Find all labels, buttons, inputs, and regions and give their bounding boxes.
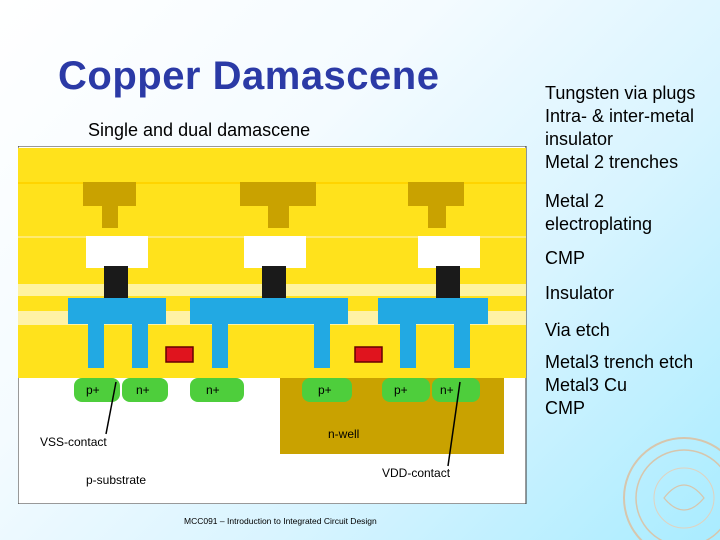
step-metal2-electroplating: Metal 2 electroplating bbox=[545, 191, 653, 234]
label-p2: p+ bbox=[318, 383, 332, 397]
step-tungsten-via-plugs: Tungsten via plugs bbox=[545, 83, 696, 103]
label-n1: n+ bbox=[136, 383, 150, 397]
label-n3: n+ bbox=[440, 383, 454, 397]
slide-footer: MCC091 – Introduction to Integrated Circ… bbox=[184, 516, 377, 526]
metal2-trench bbox=[244, 236, 306, 268]
step-cmp-2: CMP bbox=[545, 398, 585, 418]
vss-contact-pointer bbox=[105, 381, 117, 435]
label-vss-contact: VSS-contact bbox=[40, 435, 107, 449]
slide-subtitle: Single and dual damascene bbox=[88, 120, 311, 140]
gate-right bbox=[354, 346, 383, 363]
diffusion-n3 bbox=[432, 378, 480, 402]
tungsten-via-plug bbox=[436, 266, 460, 298]
step-cmp-1: CMP bbox=[545, 248, 585, 268]
label-n2: n+ bbox=[206, 383, 220, 397]
damascene-cross-section: p+ n+ n+ p+ p+ n+ VSS-contact n-well p-s… bbox=[18, 146, 527, 504]
step-metal2-trenches: Metal 2 trenches bbox=[545, 152, 679, 172]
university-seal-watermark bbox=[623, 437, 720, 540]
diffusion-p2 bbox=[302, 378, 352, 402]
diffusion-n1 bbox=[122, 378, 168, 402]
metal3-cu-plug bbox=[408, 182, 464, 228]
label-p1: p+ bbox=[86, 383, 100, 397]
metal1-interconnect bbox=[190, 298, 348, 368]
diffusion-p3 bbox=[382, 378, 430, 402]
step-intermetal-insulator: Intra- & inter-metal insulator bbox=[545, 106, 695, 149]
diffusion-p1 bbox=[74, 378, 120, 402]
step-insulator: Insulator bbox=[545, 283, 615, 303]
gate-left bbox=[165, 346, 194, 363]
step-metal3-trench-etch: Metal3 trench etch bbox=[545, 352, 694, 372]
metal1-interconnect bbox=[378, 298, 488, 368]
metal3-cu-plug bbox=[83, 182, 136, 228]
slide-title: Copper Damascene bbox=[58, 54, 440, 98]
metal2-trench bbox=[418, 236, 480, 268]
label-vdd-contact: VDD-contact bbox=[382, 466, 451, 480]
metal3-cu-plug bbox=[240, 182, 316, 228]
tungsten-via-plug bbox=[104, 266, 128, 298]
label-n-well: n-well bbox=[328, 427, 359, 441]
label-p3: p+ bbox=[394, 383, 408, 397]
metal2-trench bbox=[86, 236, 148, 268]
tungsten-via-plug bbox=[262, 266, 286, 298]
label-p-substrate: p-substrate bbox=[86, 473, 146, 487]
diffusion-n2 bbox=[190, 378, 244, 402]
process-steps-list: Tungsten via plugs Intra- & inter-metal … bbox=[545, 82, 715, 420]
vdd-contact-pointer bbox=[447, 381, 461, 467]
metal1-interconnect bbox=[68, 298, 166, 368]
step-via-etch: Via etch bbox=[545, 320, 610, 340]
step-metal3-cu: Metal3 Cu bbox=[545, 375, 628, 395]
